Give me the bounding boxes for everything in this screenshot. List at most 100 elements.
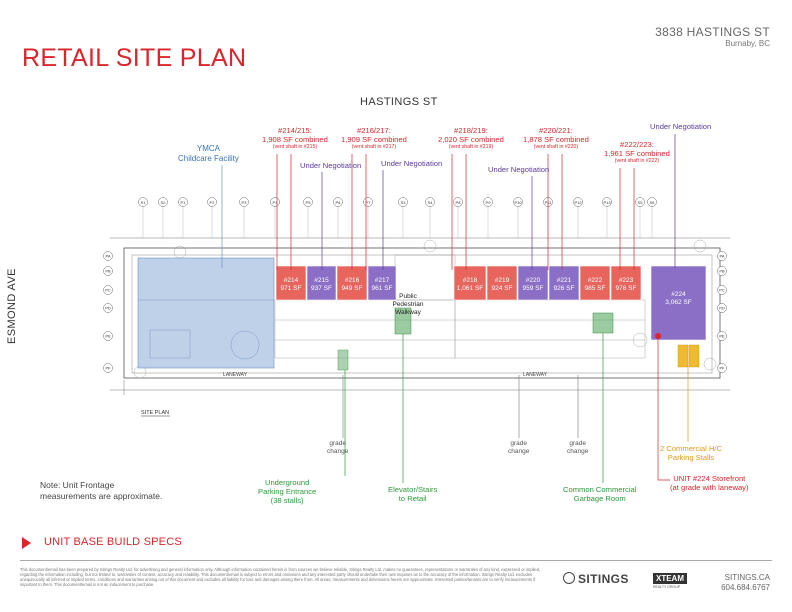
unit-box-224 <box>650 265 707 341</box>
grid-bubble-left-PB <box>103 266 113 276</box>
unit-sf-222: 985 SF <box>585 285 606 292</box>
unit-sf-217: 961 SF <box>372 285 393 292</box>
grid-label-top-P13: P13 <box>603 200 611 205</box>
footer-divider <box>20 560 772 561</box>
grid-bubble-right-PB <box>717 266 727 276</box>
storefront-marker <box>655 333 661 339</box>
grid-label-left-PE: PE <box>105 334 111 339</box>
unit-id-220: #220 <box>526 277 541 284</box>
play-arrow-icon <box>22 537 31 549</box>
footer-phone: 604.684.6767 <box>721 583 770 592</box>
grid-bubble-top-S4 <box>425 197 435 207</box>
grid-bubble-top-P6 <box>333 197 343 207</box>
grid-bubble-top-S2 <box>158 197 168 207</box>
grid-label-left-PD: PD <box>105 306 111 311</box>
grid-bubble-top-P8 <box>453 197 463 207</box>
grid-bubble-right-PE <box>717 331 727 341</box>
unit-id-216: #216 <box>345 277 360 284</box>
unit-sf-220: 959 SF <box>523 285 544 292</box>
unit-box-223 <box>610 265 642 301</box>
grid-bubble-right-PF <box>717 363 727 373</box>
footer-website[interactable]: SITINGS.CA <box>724 573 770 582</box>
interior-block-2 <box>454 299 646 359</box>
callout-216-217: #216/217:1,909 SF combined(vent shaft in… <box>341 126 407 151</box>
unit-id-218: #218 <box>463 277 478 284</box>
laneway-label-1: LANEWAY <box>223 372 248 378</box>
unit-sf-218: 1,061 SF <box>457 285 483 292</box>
callout-214-215: #214/215:1,908 SF combined(vent shaft in… <box>262 126 328 151</box>
grid-bubble-top-P5 <box>303 197 313 207</box>
callout-negotiation-2: Under Negotiation <box>381 159 443 168</box>
grid-label-top-S6: S6 <box>650 200 656 205</box>
street-label-hastings: HASTINGS ST <box>360 96 438 108</box>
parking-entrance-marker <box>337 349 349 371</box>
grid-label-top-P4: P4 <box>273 200 279 205</box>
grid-bubble-top-P9 <box>483 197 493 207</box>
grid-bubble-left-PE <box>103 331 113 341</box>
grid-label-left-PA: PA <box>105 254 110 259</box>
grid-label-left-PB: PB <box>105 269 111 274</box>
grid-bubble-left-PF <box>103 363 113 373</box>
walkway-label-3: Walkway <box>395 309 422 316</box>
unit-id-219: #219 <box>495 277 510 284</box>
callout-unit224-storefront: UNIT #224 Storefront(at grade with lanew… <box>670 474 749 493</box>
xteam-logo-sub: REALTY GROUP <box>653 585 681 589</box>
grid-label-top-P8: P8 <box>456 200 462 205</box>
grid-label-top-S2: S2 <box>161 200 167 205</box>
unit-box-220 <box>517 265 549 301</box>
unit-box-219 <box>486 265 518 301</box>
grid-label-top-P1: P1 <box>181 200 187 205</box>
unit-sf-214: 971 SF <box>281 285 302 292</box>
grid-label-left-PF: PF <box>105 366 111 371</box>
grid-bubble-left-PC <box>103 285 113 295</box>
site-plan-caption: SITE PLAN <box>141 410 169 416</box>
tree-symbol-4 <box>693 239 707 253</box>
callout-218-219: #218/219:2,020 SF combined(vent shaft in… <box>438 126 504 151</box>
grid-label-top-P6: P6 <box>336 200 342 205</box>
grid-label-right-PF: PF <box>719 366 725 371</box>
interior-block-1 <box>274 299 456 359</box>
unit-specs-link[interactable]: UNIT BASE BUILD SPECS <box>22 535 322 551</box>
page-title: RETAIL SITE PLAN <box>22 44 247 72</box>
xteam-logo: XTEAM <box>653 573 687 584</box>
grid-bubble-top-P2 <box>207 197 217 207</box>
grid-bubble-top-S5 <box>635 197 645 207</box>
unit-sf-224: 3,062 SF <box>665 299 691 306</box>
callout-222-223: #222/223:1,961 SF combined(vent shaft in… <box>604 140 670 165</box>
callout-negotiation-1: Under Negotiation <box>300 161 362 170</box>
grid-bubble-top-S3 <box>398 197 408 207</box>
grid-label-top-P12: P12 <box>574 200 582 205</box>
unit-id-217: #217 <box>375 277 390 284</box>
grid-label-top-P9: P9 <box>486 200 492 205</box>
grid-bubble-top-S6 <box>647 197 657 207</box>
grid-label-top-P7: P7 <box>366 200 372 205</box>
grid-bubble-right-PD <box>717 303 727 313</box>
unit-sf-221: 926 SF <box>554 285 575 292</box>
unit-id-223: #223 <box>619 277 634 284</box>
unit-box-216 <box>336 265 368 301</box>
grid-label-top-S4: S4 <box>428 200 434 205</box>
grid-label-top-S5: S5 <box>638 200 644 205</box>
grid-bubble-top-P10 <box>513 197 523 207</box>
leader-line-22 <box>657 339 670 481</box>
address-line-2: Burnaby, BC <box>725 39 770 48</box>
tree-symbol-3 <box>423 239 437 253</box>
grid-label-top-P11: P11 <box>545 200 553 205</box>
footer-disclaimer: This document/email has been prepared by… <box>20 567 541 588</box>
grid-bubble-right-PA <box>717 251 727 261</box>
grid-bubble-left-PA <box>103 251 113 261</box>
grid-bubble-top-P3 <box>239 197 249 207</box>
grid-label-right-PA: PA <box>719 254 724 259</box>
